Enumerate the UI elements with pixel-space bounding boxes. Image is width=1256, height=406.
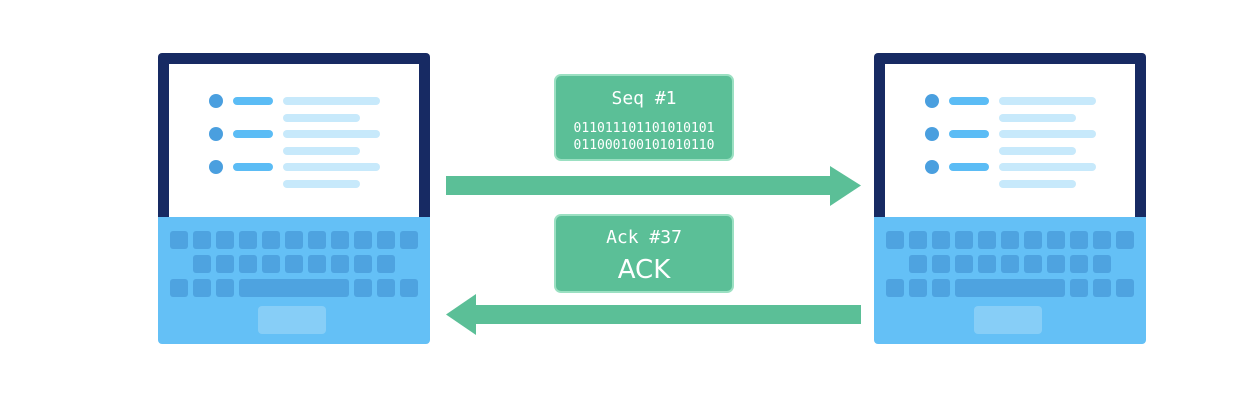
trackpad <box>258 306 326 334</box>
laptop-screen <box>885 64 1135 219</box>
seq-packet: Seq #1 011011101101010101 01100010010101… <box>554 74 734 161</box>
seq-packet-payload-line-1: 011011101101010101 <box>574 121 715 136</box>
trackpad <box>974 306 1042 334</box>
screen-content <box>209 94 380 188</box>
arrow-right-icon <box>446 166 861 206</box>
ack-packet-title: Ack #37 <box>606 227 682 248</box>
screen-content <box>925 94 1096 188</box>
seq-packet-payload-line-2: 011000100101010110 <box>574 138 715 153</box>
receiver-laptop-icon <box>874 53 1146 344</box>
keyboard <box>886 231 1134 297</box>
seq-packet-title: Seq #1 <box>611 88 676 109</box>
ack-packet: Ack #37 ACK <box>554 214 734 293</box>
arrow-left-icon <box>446 294 861 335</box>
keyboard <box>170 231 418 297</box>
sender-laptop-icon <box>158 53 430 344</box>
ack-packet-label: ACK <box>618 255 671 285</box>
laptop-screen <box>169 64 419 219</box>
